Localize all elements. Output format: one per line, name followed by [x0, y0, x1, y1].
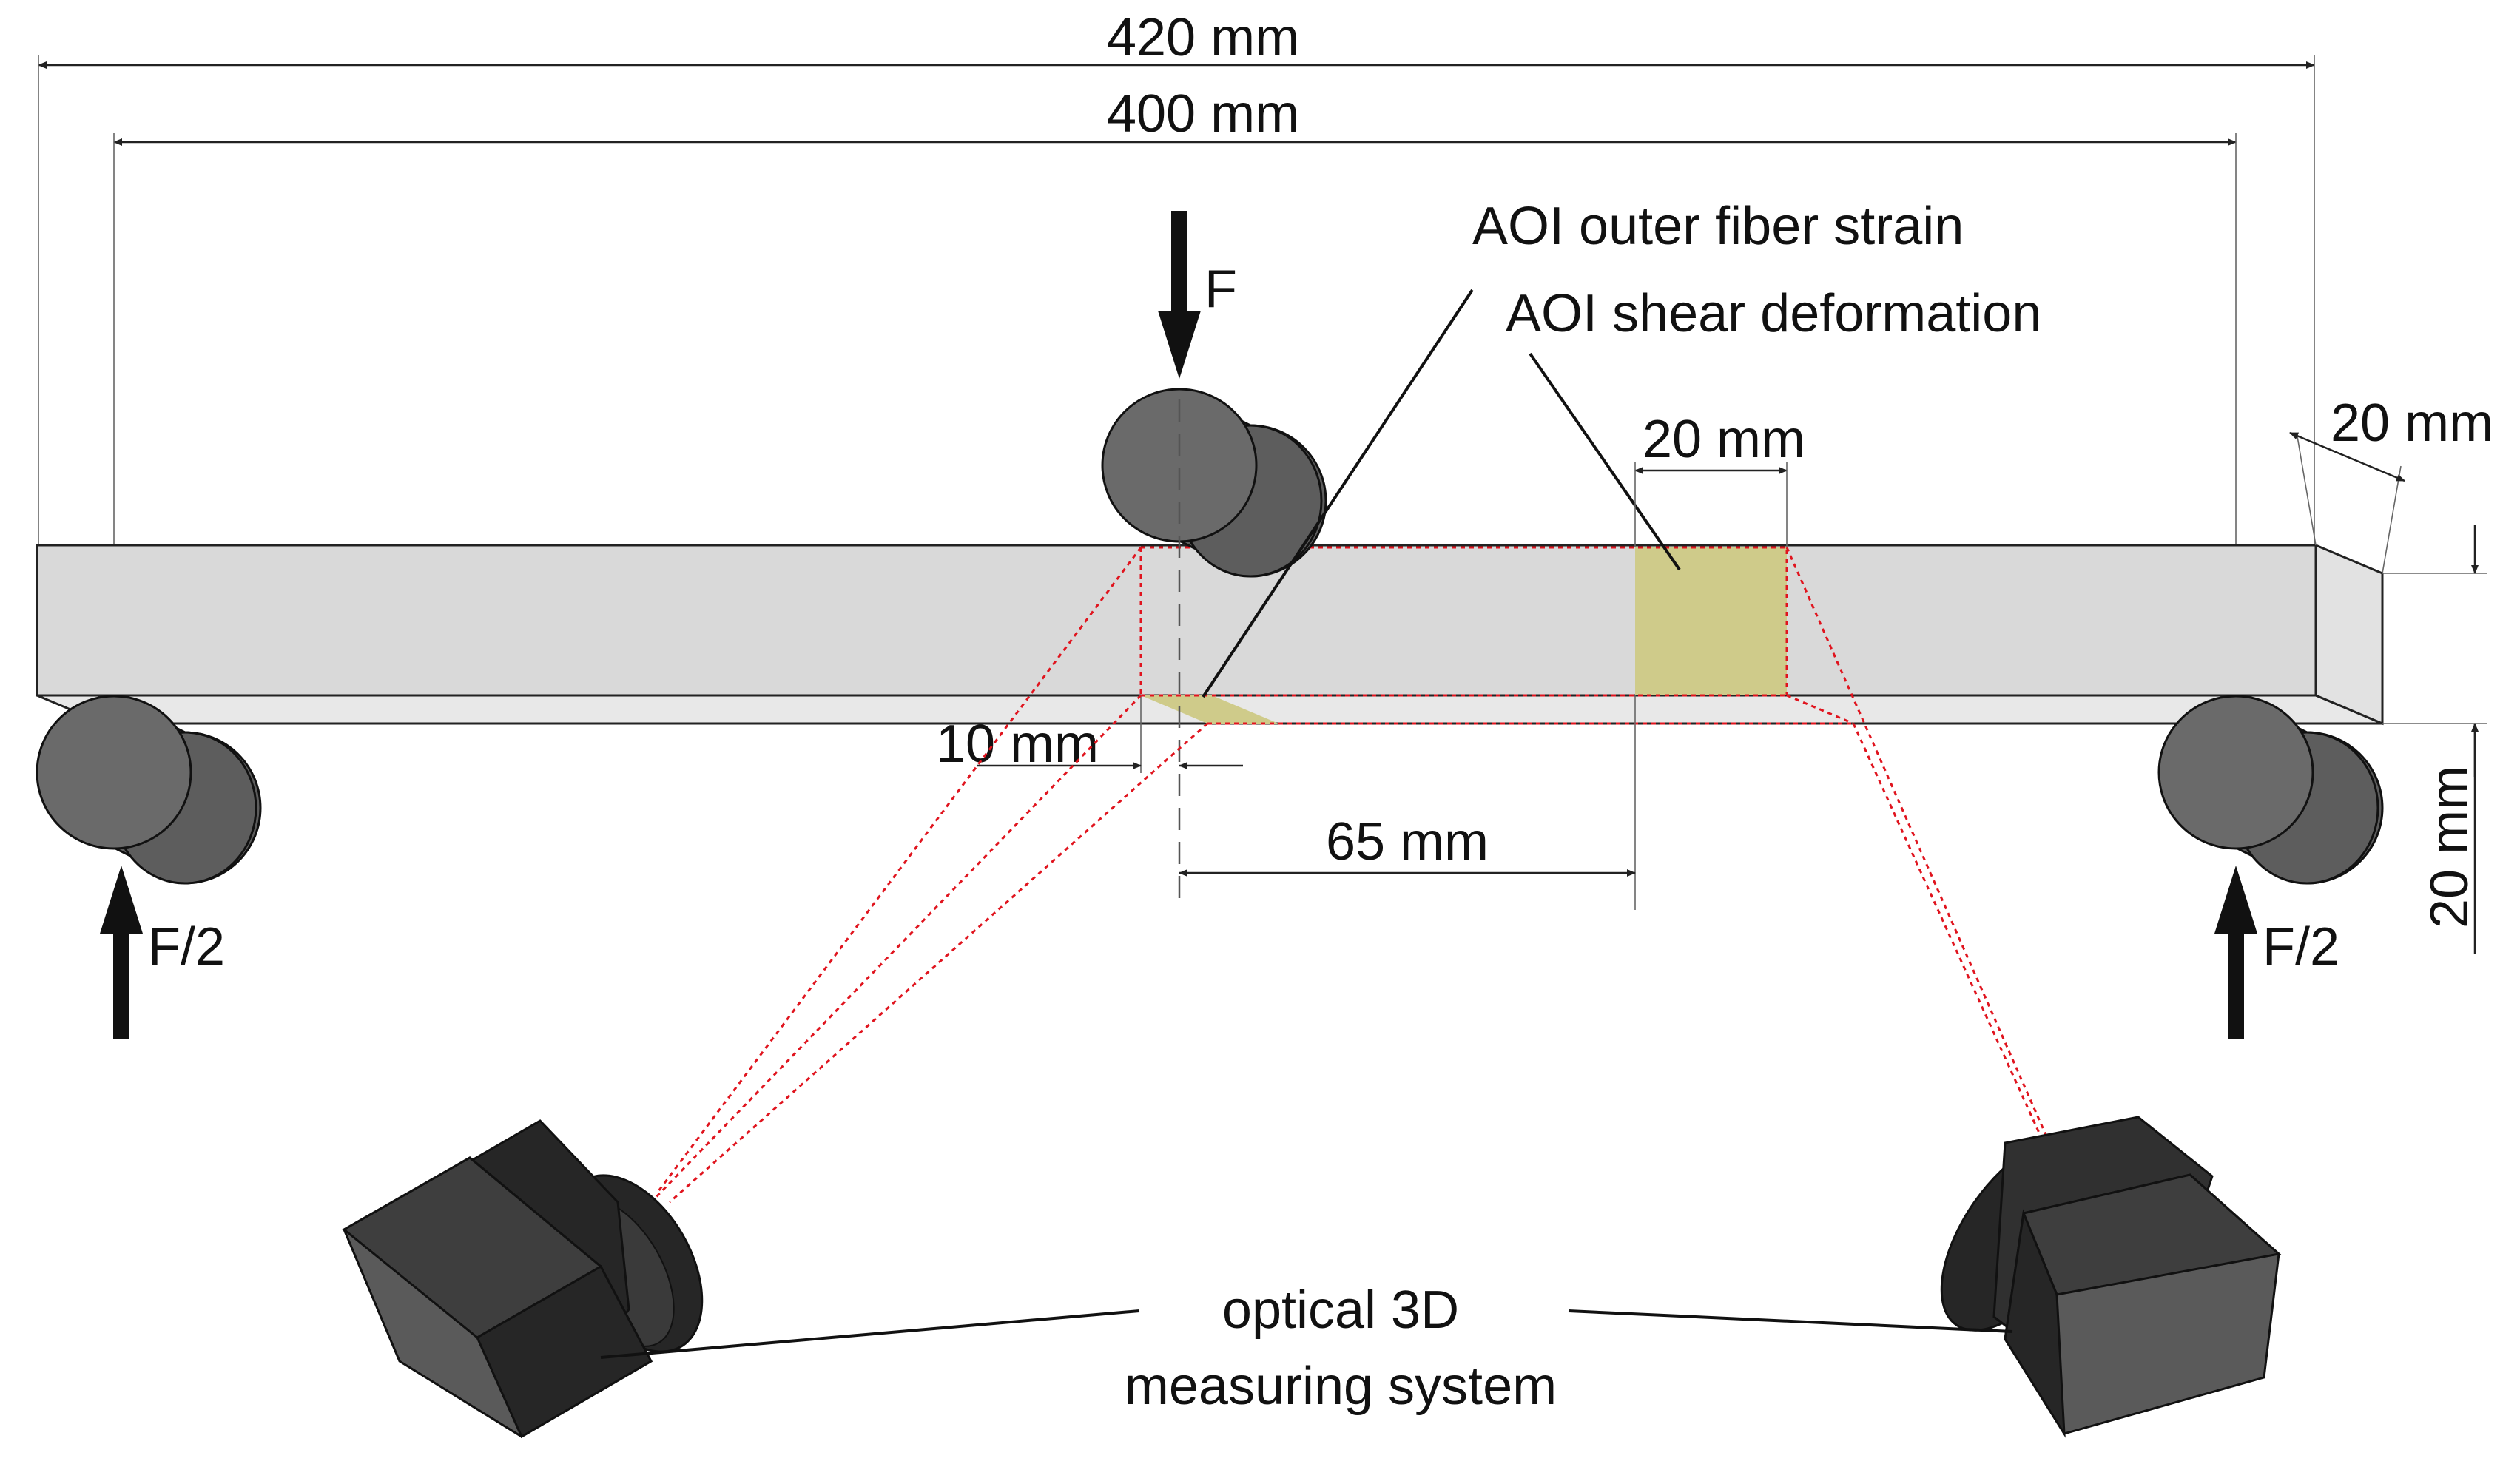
beam-width-label: 20 mm [2331, 394, 2493, 453]
beam-height-label: 20 mm [2420, 766, 2479, 928]
load-arrow-left: F/2 [100, 866, 225, 1039]
camera-leader-left [600, 1309, 1140, 1359]
right-camera [1940, 1116, 2282, 1438]
aoi-outer-region [1141, 695, 1278, 724]
left-roller [36, 695, 262, 885]
dimension-offset: 65 mm [1179, 812, 1636, 877]
aoi-shear-region [1635, 547, 1787, 695]
camera-sight-lines [653, 547, 2051, 1204]
right-roller [2157, 695, 2384, 885]
camera-leader-right [1568, 1309, 2013, 1333]
dimension-span-length: 400 mm [113, 84, 2237, 769]
aoi-red-outline [1139, 546, 1854, 725]
aoi-shear-leader [1529, 352, 1681, 571]
aoi-outer-leader [1202, 289, 1474, 698]
span-length-label: 400 mm [1107, 84, 1299, 144]
load-left-label: F/2 [148, 917, 225, 977]
center-roller [1101, 388, 1327, 578]
dimension-overall-length: 420 mm [38, 8, 2315, 547]
beam [36, 543, 2384, 726]
overall-length-label: 420 mm [1107, 8, 1299, 67]
dimension-outer-aoi-width: 10 mm [936, 695, 1243, 774]
left-camera [342, 1119, 704, 1439]
outer-aoi-width-label: 10 mm [936, 715, 1099, 774]
load-arrow-center: F [1158, 211, 1237, 379]
aoi-outer-label: AOI outer fiber strain [1472, 197, 1964, 256]
load-center-label: F [1205, 260, 1237, 319]
camera-label-line1: optical 3D [1222, 1281, 1459, 1340]
camera-label-line2: measuring system [1125, 1357, 1557, 1416]
load-right-label: F/2 [2263, 917, 2339, 977]
aoi-width-label: 20 mm [1643, 410, 1805, 469]
dimension-beam-height: 20 mm [2382, 525, 2487, 954]
aoi-shear-label: AOI shear deformation [1506, 284, 2041, 343]
load-arrow-right: F/2 [2214, 866, 2339, 1039]
dimension-beam-width: 20 mm [2289, 394, 2493, 574]
offset-label: 65 mm [1326, 812, 1489, 871]
dimension-aoi-width: 20 mm [1634, 410, 1805, 910]
